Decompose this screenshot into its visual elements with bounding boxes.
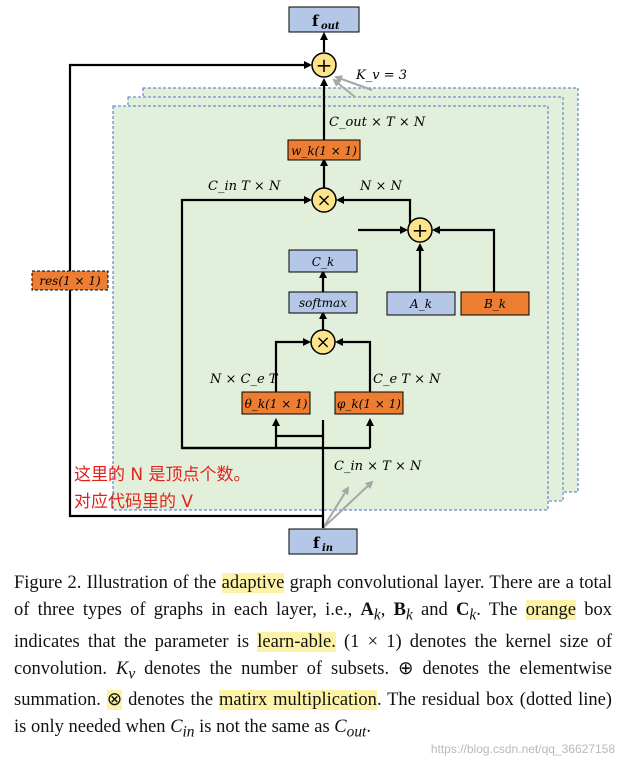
times-symbol: × — [316, 190, 331, 211]
caption-ck: C — [455, 600, 470, 620]
graph-sum-op: + — [407, 217, 433, 243]
caption-kv: K — [115, 658, 129, 679]
caption-text: (1 × 1) denotes the kernel size of convo… — [14, 631, 613, 679]
times-symbol-2: × — [315, 332, 330, 353]
f-out-label: f — [312, 12, 320, 30]
residual-box: res(1 × 1) — [31, 270, 109, 291]
caption-highlight-orange: orange — [525, 600, 577, 620]
cin-tn-label: C_in T × N — [208, 179, 281, 194]
caption-text: graph convolutional layer. There are a t… — [14, 573, 612, 620]
caption-highlight-adaptive: adaptive — [221, 573, 285, 593]
subset-arrows — [322, 75, 374, 529]
caption-ak-sub: k — [373, 606, 381, 624]
output-sum-op: + — [311, 52, 337, 78]
res-label: res(1 × 1) — [39, 274, 101, 288]
caption-highlight-learnable: learn-able. — [257, 631, 336, 652]
caption-cin-sub: in — [182, 724, 195, 742]
phi-conv-box: φ_k(1 × 1) — [334, 391, 404, 415]
figure-caption: Figure 2. Illustration of the adaptive g… — [14, 570, 612, 746]
caption-cout: C — [334, 717, 347, 738]
caption-text: box indicates that the parameter is — [14, 600, 613, 652]
output-feature-box: f out — [288, 6, 360, 33]
caption-bk: B — [393, 600, 406, 620]
caption-text: , — [380, 600, 394, 620]
f-out-subscript: out — [321, 21, 340, 32]
caption-cout-sub: out — [346, 724, 367, 742]
matmul-op-top: × — [311, 187, 337, 213]
ak-label: A_k — [409, 297, 432, 311]
plus-symbol-2: + — [412, 218, 429, 242]
phi-label: φ_k(1 × 1) — [337, 397, 401, 411]
caption-text: . — [366, 717, 371, 738]
caption-ck-sub: k — [469, 606, 477, 624]
n-ce-t-label: N × C_e T — [209, 372, 279, 387]
watermark: https://blog.csdn.net/qq_36627158 — [430, 742, 615, 756]
ck-label: C_k — [312, 255, 334, 269]
caption-cin: C — [170, 717, 183, 738]
ck-box: C_k — [288, 249, 358, 273]
caption-text: Figure 2. Illustration of the — [14, 573, 222, 593]
caption-text: denotes the number of subsets. ⊕ denotes… — [14, 658, 612, 711]
caption-highlight-matmul: matirx multiplication — [218, 690, 377, 711]
f-in-subscript: in — [322, 543, 333, 554]
ak-box: A_k — [386, 291, 456, 316]
diagram: f out + K_v = 3 w_k(1 × 1) C_out × T × N… — [31, 6, 579, 555]
caption-text: is not the same as — [194, 717, 335, 738]
wk-conv-box: w_k(1 × 1) — [287, 139, 361, 161]
softmax-box: softmax — [288, 291, 358, 314]
wk-label: w_k(1 × 1) — [291, 144, 357, 158]
annotation-line-2: 对应代码里的 V — [74, 492, 194, 512]
caption-ak: A — [360, 600, 374, 620]
ce-t-n-label: C_e T × N — [373, 372, 441, 387]
caption-bk-sub: k — [405, 606, 413, 624]
caption-otimes: ⊗ — [106, 690, 123, 711]
theta-label: θ_k(1 × 1) — [245, 397, 308, 411]
caption-text: denotes the — [122, 690, 219, 711]
cout-dim-label: C_out × T × N — [329, 115, 426, 130]
cin-t-n-label: C_in × T × N — [334, 459, 422, 474]
plus-symbol: + — [316, 53, 333, 77]
matmul-op-bottom: × — [310, 329, 336, 355]
kv-label: K_v = 3 — [355, 68, 407, 83]
theta-conv-box: θ_k(1 × 1) — [241, 391, 311, 415]
f-in-label: f — [313, 534, 321, 552]
nn-label: N × N — [359, 179, 403, 194]
softmax-label: softmax — [299, 296, 347, 310]
input-feature-box: f in — [288, 528, 358, 555]
caption-kv-sub: v — [128, 665, 136, 683]
bk-label: B_k — [483, 297, 506, 311]
caption-text: . The residual box (dotted line) is only… — [14, 690, 612, 738]
annotation-line-1: 这里的 N 是顶点个数。 — [74, 465, 251, 485]
bk-box: B_k — [460, 291, 530, 316]
caption-text: . The — [476, 600, 526, 620]
caption-text: and — [412, 600, 456, 620]
